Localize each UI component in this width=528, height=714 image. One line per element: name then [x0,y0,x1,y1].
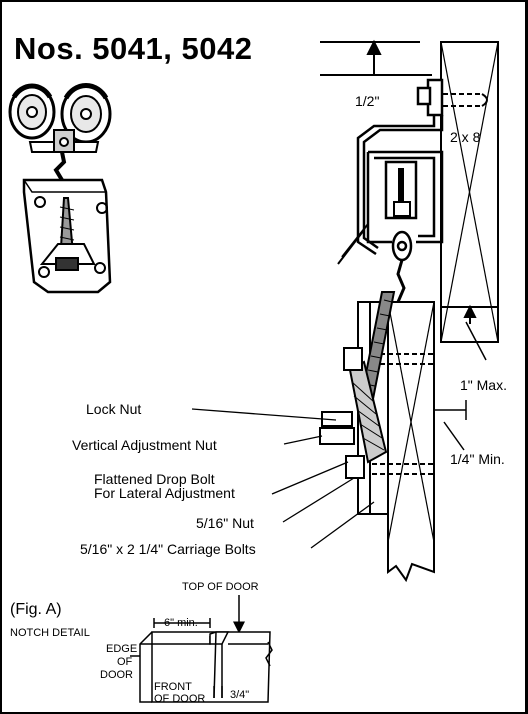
three-quarter-label: 3/4" [230,689,250,701]
min-clearance-label: 1/4" Min. [450,451,505,467]
front-of-door-line1: FRONT [154,681,192,693]
half-inch-dimension [320,39,432,76]
half-inch-label: 1/2" [355,93,380,109]
door-assembly [319,291,435,583]
top-of-door-label: TOP OF DOOR [182,581,259,593]
nut-516-label: 5/16" Nut [196,515,254,531]
hanger-illustration [8,83,112,294]
max-clearance-label: 1" Max. [460,377,507,393]
front-of-door-line2: OF DOOR [154,693,206,705]
edge-label-line2: OF [117,656,133,668]
callout-leaders [191,408,375,549]
board-size-label: 2 x 8 [450,129,481,145]
notch-detail-figure [130,595,273,703]
lock-nut-label: Lock Nut [86,401,142,417]
flattened-drop-bolt-label: Flattened Drop Bolt [94,471,215,487]
fig-a-label: (Fig. A) [10,601,62,618]
carriage-bolts-label: 5/16" x 2 1/4" Carriage Bolts [80,541,256,557]
edge-label-line3: DOOR [100,669,133,681]
notch-detail-label: NOTCH DETAIL [10,627,90,639]
track-assembly [337,78,444,303]
edge-label-line1: EDGE [106,643,138,655]
vertical-adjustment-nut-label: Vertical Adjustment Nut [72,437,217,453]
clearance-dimensions [434,321,487,451]
roller-wheel-right [60,83,112,144]
lateral-adjustment-label: For Lateral Adjustment [94,485,235,501]
six-inch-min-label: 6" min. [164,617,198,629]
roller-wheel-left [8,83,56,140]
page-title: Nos. 5041, 5042 [14,31,253,66]
